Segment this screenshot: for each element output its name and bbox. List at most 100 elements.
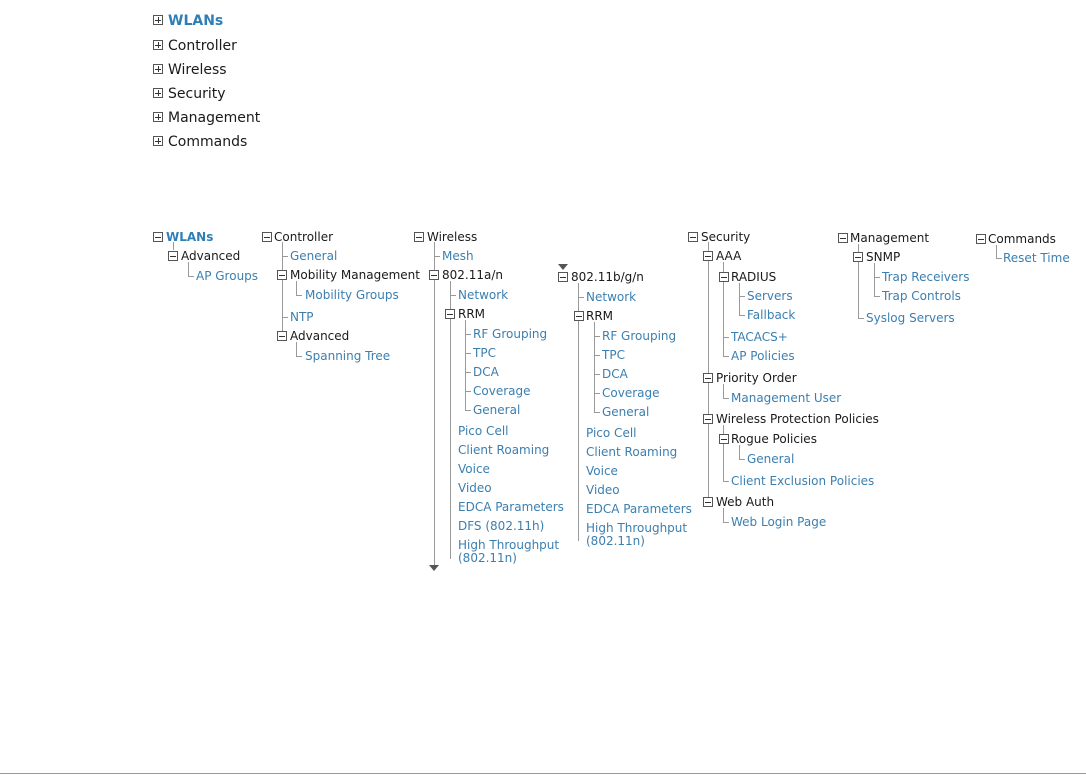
leaf-video[interactable]: Video	[586, 483, 620, 497]
leaf-edca-parameters[interactable]: EDCA Parameters	[458, 500, 564, 514]
node-rrm[interactable]: RRM	[458, 307, 486, 321]
leaf-edca-parameters[interactable]: EDCA Parameters	[586, 502, 692, 516]
leaf-pico-cell[interactable]: Pico Cell	[458, 424, 509, 438]
node-rrm[interactable]: RRM	[586, 309, 614, 323]
leaf-general[interactable]: General	[290, 249, 338, 263]
node-radius[interactable]: RADIUS	[731, 270, 777, 284]
menu-wireless[interactable]: Wireless	[168, 62, 227, 78]
menu-management[interactable]: Management	[168, 110, 261, 126]
menu-controller[interactable]: Controller	[168, 38, 237, 54]
leaf-management-user[interactable]: Management User	[731, 391, 842, 405]
collapse-icon[interactable]	[153, 232, 163, 242]
expand-icon[interactable]	[153, 15, 163, 25]
collapse-icon[interactable]	[277, 331, 287, 341]
node-priority-order[interactable]: Priority Order	[716, 371, 797, 385]
collapse-icon[interactable]	[558, 272, 568, 282]
collapse-icon[interactable]	[688, 232, 698, 242]
menu-security[interactable]: Security	[168, 86, 226, 102]
node-advanced[interactable]: Advanced	[181, 249, 241, 263]
node-management[interactable]: Management	[850, 231, 930, 245]
collapse-icon[interactable]	[168, 251, 178, 261]
expand-icon[interactable]	[153, 40, 163, 50]
leaf-reset-time[interactable]: Reset Time	[1003, 251, 1070, 265]
node-802-11bgn[interactable]: 802.11b/g/n	[571, 270, 644, 284]
leaf-high-throughput[interactable]: High Throughput	[458, 538, 560, 552]
leaf-rf-grouping[interactable]: RF Grouping	[473, 327, 548, 341]
node-wireless-protection-policies[interactable]: Wireless Protection Policies	[716, 412, 879, 426]
leaf-ntp[interactable]: NTP	[290, 310, 314, 324]
leaf-mobility-groups[interactable]: Mobility Groups	[305, 288, 399, 302]
expand-icon[interactable]	[153, 64, 163, 74]
collapse-icon[interactable]	[838, 233, 848, 243]
node-rogue-policies[interactable]: Rogue Policies	[731, 432, 817, 446]
collapse-icon[interactable]	[262, 232, 272, 242]
node-wireless[interactable]: Wireless	[427, 230, 478, 244]
node-controller[interactable]: Controller	[274, 230, 334, 244]
collapse-icon[interactable]	[414, 232, 424, 242]
leaf-dca[interactable]: DCA	[602, 367, 628, 381]
leaf-voice[interactable]: Voice	[586, 464, 618, 478]
collapse-icon[interactable]	[703, 497, 713, 507]
leaf-client-roaming[interactable]: Client Roaming	[586, 445, 678, 459]
node-web-auth[interactable]: Web Auth	[716, 495, 775, 509]
leaf-dca[interactable]: DCA	[473, 365, 499, 379]
leaf-trap-receivers[interactable]: Trap Receivers	[882, 270, 970, 284]
leaf-pico-cell[interactable]: Pico Cell	[586, 426, 637, 440]
menu-commands[interactable]: Commands	[168, 134, 248, 150]
collapse-icon[interactable]	[277, 270, 287, 280]
collapse-icon[interactable]	[703, 414, 713, 424]
collapse-icon[interactable]	[703, 373, 713, 383]
node-aaa[interactable]: AAA	[716, 249, 742, 263]
leaf-ap-groups[interactable]: AP Groups	[196, 269, 259, 283]
leaf-client-exclusion-policies[interactable]: Client Exclusion Policies	[731, 474, 875, 488]
leaf-high-throughput-sub[interactable]: (802.11n)	[458, 551, 517, 565]
expand-icon[interactable]	[153, 112, 163, 122]
leaf-servers[interactable]: Servers	[747, 289, 793, 303]
node-wlans[interactable]: WLANs	[166, 230, 214, 244]
leaf-voice[interactable]: Voice	[458, 462, 490, 476]
leaf-high-throughput-sub[interactable]: (802.11n)	[586, 534, 645, 548]
expand-icon[interactable]	[153, 136, 163, 146]
leaf-dfs[interactable]: DFS (802.11h)	[458, 519, 545, 533]
node-802-11an[interactable]: 802.11a/n	[442, 268, 503, 282]
collapse-icon[interactable]	[719, 434, 729, 444]
leaf-mesh[interactable]: Mesh	[442, 249, 474, 263]
leaf-fallback[interactable]: Fallback	[747, 308, 796, 322]
node-mobility-management[interactable]: Mobility Management	[290, 268, 420, 282]
leaf-spanning-tree[interactable]: Spanning Tree	[305, 349, 391, 363]
leaf-rrm-general[interactable]: General	[602, 405, 650, 419]
menu-wlans[interactable]: WLANs	[168, 13, 224, 29]
node-snmp[interactable]: SNMP	[866, 250, 901, 264]
connector	[578, 283, 579, 541]
collapse-icon[interactable]	[703, 251, 713, 261]
node-commands[interactable]: Commands	[988, 232, 1056, 246]
collapse-icon[interactable]	[574, 311, 584, 321]
leaf-ap-policies[interactable]: AP Policies	[731, 349, 795, 363]
leaf-tpc[interactable]: TPC	[602, 348, 625, 362]
collapse-icon[interactable]	[719, 272, 729, 282]
leaf-rrm-general[interactable]: General	[473, 403, 521, 417]
leaf-rogue-general[interactable]: General	[747, 452, 795, 466]
expand-icon[interactable]	[153, 88, 163, 98]
leaf-tpc[interactable]: TPC	[473, 346, 496, 360]
leaf-coverage[interactable]: Coverage	[473, 384, 531, 398]
leaf-high-throughput[interactable]: High Throughput	[586, 521, 688, 535]
leaf-video[interactable]: Video	[458, 481, 492, 495]
collapse-icon[interactable]	[853, 252, 863, 262]
collapse-icon[interactable]	[429, 270, 439, 280]
collapse-icon[interactable]	[445, 309, 455, 319]
leaf-coverage[interactable]: Coverage	[602, 386, 660, 400]
connector	[594, 355, 600, 356]
collapse-icon[interactable]	[976, 234, 986, 244]
node-advanced[interactable]: Advanced	[290, 329, 350, 343]
leaf-client-roaming[interactable]: Client Roaming	[458, 443, 550, 457]
leaf-web-login-page[interactable]: Web Login Page	[731, 515, 827, 529]
connector	[465, 353, 471, 354]
leaf-tacacs[interactable]: TACACS+	[731, 330, 788, 344]
node-security[interactable]: Security	[701, 230, 751, 244]
leaf-rf-grouping[interactable]: RF Grouping	[602, 329, 677, 343]
leaf-network[interactable]: Network	[586, 290, 637, 304]
leaf-trap-controls[interactable]: Trap Controls	[882, 289, 961, 303]
leaf-syslog-servers[interactable]: Syslog Servers	[866, 311, 955, 325]
leaf-network[interactable]: Network	[458, 288, 509, 302]
